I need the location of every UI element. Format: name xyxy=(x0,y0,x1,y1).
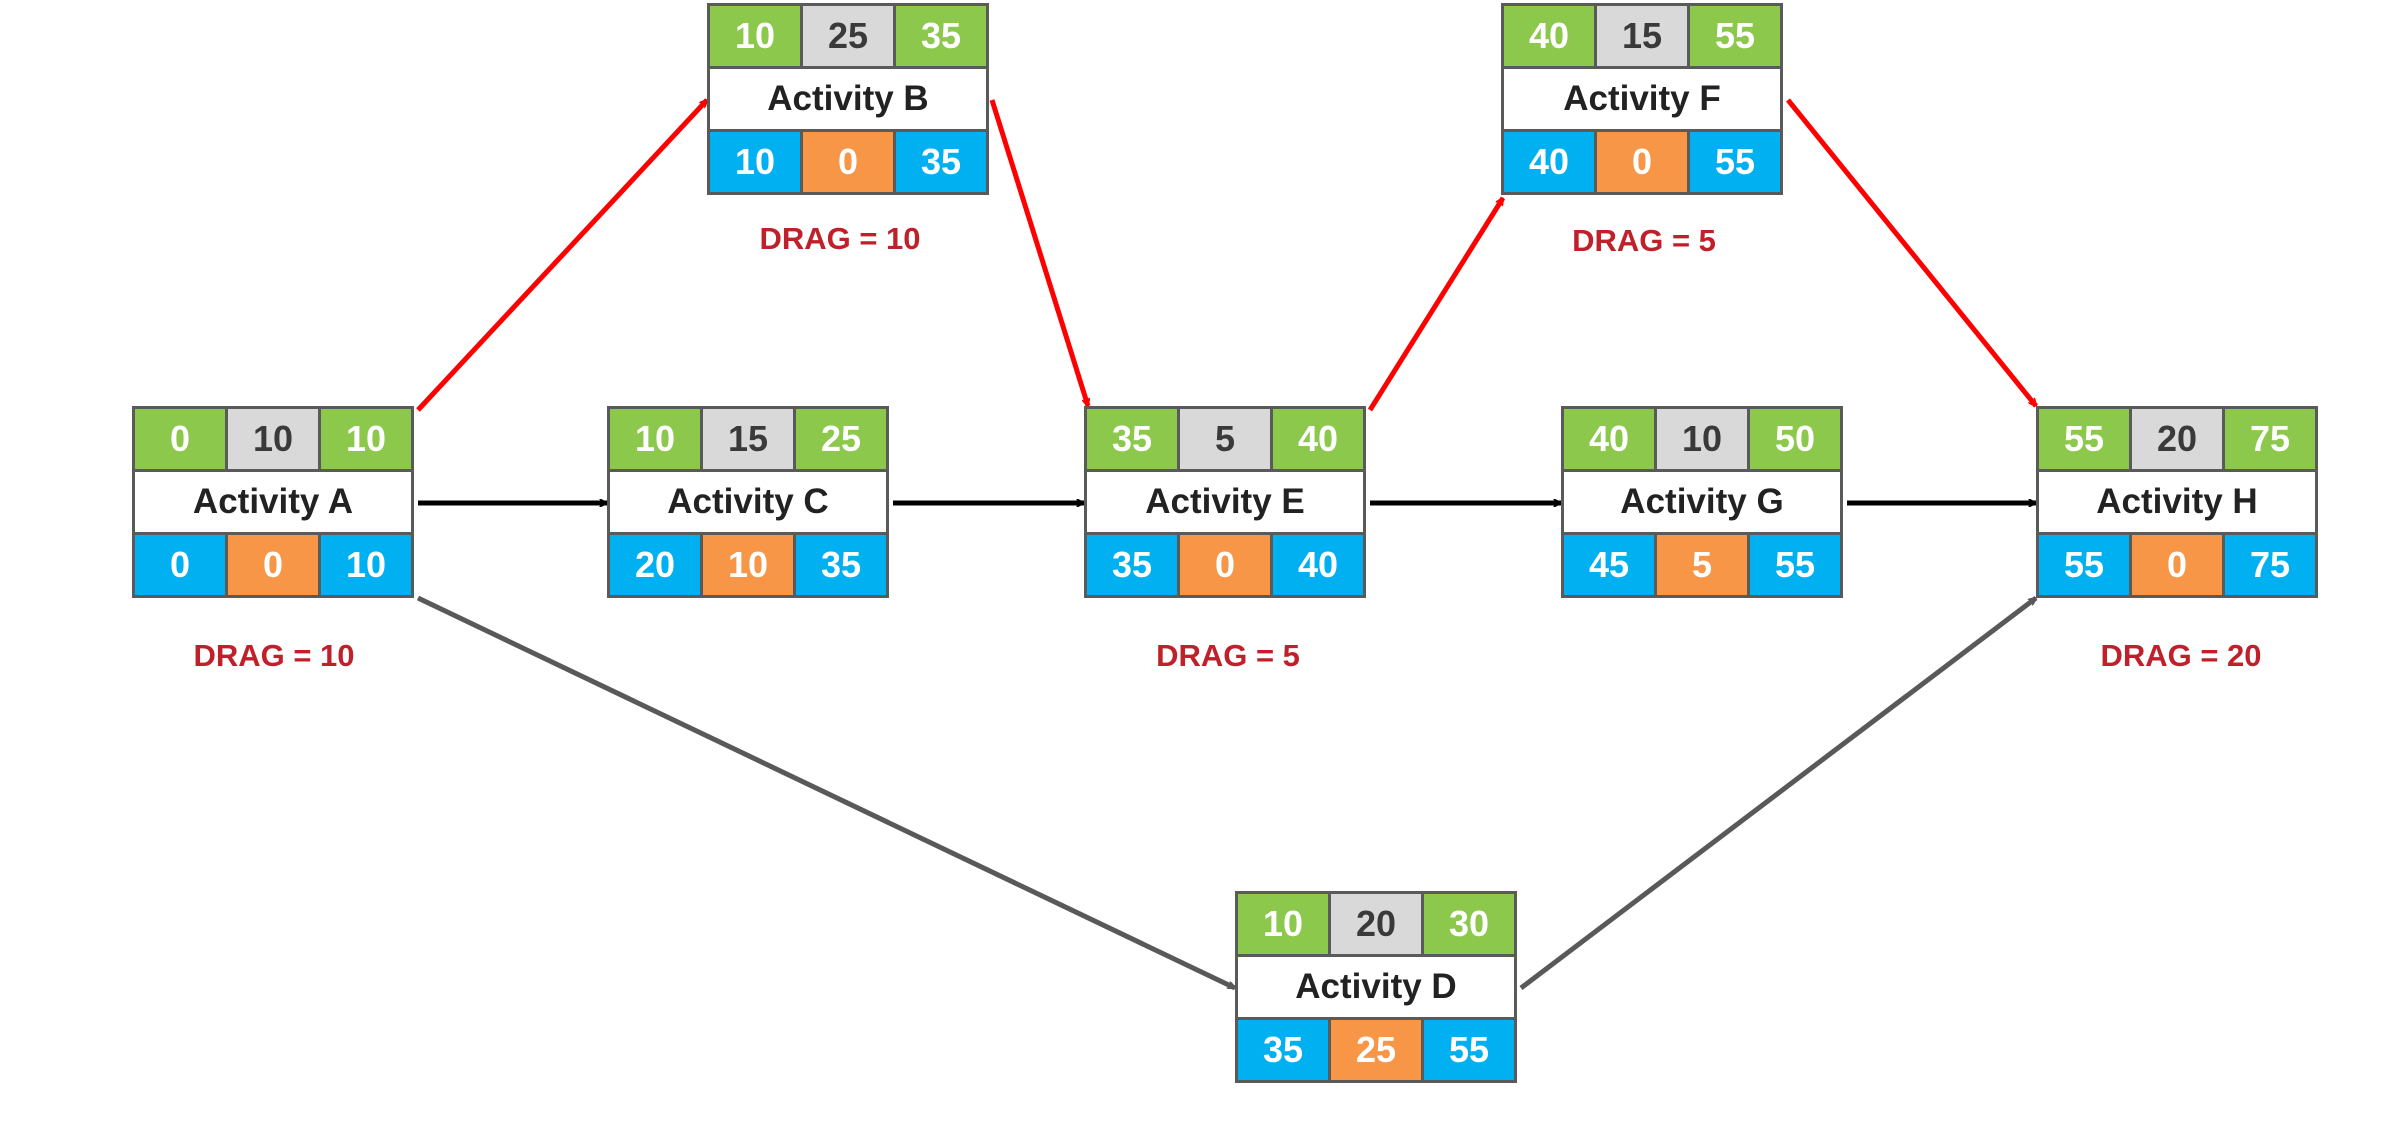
drag-label-e: DRAG = 5 xyxy=(1156,638,1300,673)
early-finish: 25 xyxy=(796,409,886,469)
total-float: 0 xyxy=(1597,132,1687,192)
late-start: 35 xyxy=(1087,535,1177,595)
duration: 15 xyxy=(703,409,793,469)
late-start: 40 xyxy=(1504,132,1594,192)
drag-label-a: DRAG = 10 xyxy=(193,638,355,673)
late-finish: 40 xyxy=(1273,535,1363,595)
arrow-e-to-f xyxy=(1367,198,1506,412)
early-start: 10 xyxy=(1238,894,1328,954)
activity-node-f: 40 15 55 Activity F 40 0 55 xyxy=(1501,3,1783,195)
early-start: 55 xyxy=(2039,409,2129,469)
duration: 10 xyxy=(228,409,318,469)
arrow-d-to-h xyxy=(1519,596,2036,990)
duration: 25 xyxy=(803,6,893,66)
early-finish: 50 xyxy=(1750,409,1840,469)
activity-node-a: 0 10 10 Activity A 0 0 10 xyxy=(132,406,414,598)
late-start: 35 xyxy=(1238,1020,1328,1080)
duration: 15 xyxy=(1597,6,1687,66)
activity-node-g: 40 10 50 Activity G 45 5 55 xyxy=(1561,406,1843,598)
late-row: 35 25 55 xyxy=(1238,1020,1514,1080)
early-start: 0 xyxy=(135,409,225,469)
early-start: 10 xyxy=(710,6,800,66)
early-finish: 30 xyxy=(1424,894,1514,954)
early-row: 40 10 50 xyxy=(1564,409,1840,469)
early-row: 10 15 25 xyxy=(610,409,886,469)
activity-name: Activity C xyxy=(610,472,886,532)
late-row: 10 0 35 xyxy=(710,132,986,192)
early-finish: 10 xyxy=(321,409,411,469)
late-row: 35 0 40 xyxy=(1087,535,1363,595)
activity-name: Activity B xyxy=(710,69,986,129)
activity-name: Activity F xyxy=(1504,69,1780,129)
early-row: 0 10 10 xyxy=(135,409,411,469)
drag-label-f: DRAG = 5 xyxy=(1572,223,1716,258)
late-row: 0 0 10 xyxy=(135,535,411,595)
late-row: 40 0 55 xyxy=(1504,132,1780,192)
duration: 20 xyxy=(2132,409,2222,469)
arrow-f-to-h xyxy=(1786,98,2038,406)
total-float: 10 xyxy=(703,535,793,595)
total-float: 0 xyxy=(2132,535,2222,595)
activity-name: Activity A xyxy=(135,472,411,532)
activity-node-c: 10 15 25 Activity C 20 10 35 xyxy=(607,406,889,598)
late-start: 45 xyxy=(1564,535,1654,595)
late-finish: 55 xyxy=(1424,1020,1514,1080)
early-row: 35 5 40 xyxy=(1087,409,1363,469)
late-finish: 35 xyxy=(796,535,886,595)
activity-node-h: 55 20 75 Activity H 55 0 75 xyxy=(2036,406,2318,598)
late-row: 45 5 55 xyxy=(1564,535,1840,595)
activity-name: Activity D xyxy=(1238,957,1514,1017)
late-finish: 10 xyxy=(321,535,411,595)
late-start: 20 xyxy=(610,535,700,595)
late-row: 20 10 35 xyxy=(610,535,886,595)
duration: 20 xyxy=(1331,894,1421,954)
early-row: 40 15 55 xyxy=(1504,6,1780,66)
total-float: 0 xyxy=(228,535,318,595)
late-start: 55 xyxy=(2039,535,2129,595)
early-finish: 75 xyxy=(2225,409,2315,469)
early-start: 40 xyxy=(1564,409,1654,469)
activity-name: Activity H xyxy=(2039,472,2315,532)
early-start: 40 xyxy=(1504,6,1594,66)
activity-node-e: 35 5 40 Activity E 35 0 40 xyxy=(1084,406,1366,598)
activity-name: Activity E xyxy=(1087,472,1363,532)
early-row: 10 20 30 xyxy=(1238,894,1514,954)
early-start: 35 xyxy=(1087,409,1177,469)
activity-node-d: 10 20 30 Activity D 35 25 55 xyxy=(1235,891,1517,1083)
duration: 5 xyxy=(1180,409,1270,469)
duration: 10 xyxy=(1657,409,1747,469)
early-finish: 35 xyxy=(896,6,986,66)
activity-name: Activity G xyxy=(1564,472,1840,532)
late-start: 10 xyxy=(710,132,800,192)
early-row: 55 20 75 xyxy=(2039,409,2315,469)
total-float: 5 xyxy=(1657,535,1747,595)
late-finish: 55 xyxy=(1690,132,1780,192)
arrow-a-to-b xyxy=(416,98,709,412)
late-start: 0 xyxy=(135,535,225,595)
arrow-b-to-e xyxy=(989,99,1091,406)
total-float: 0 xyxy=(803,132,893,192)
drag-label-h: DRAG = 20 xyxy=(2100,638,2262,673)
late-finish: 35 xyxy=(896,132,986,192)
late-row: 55 0 75 xyxy=(2039,535,2315,595)
total-float: 0 xyxy=(1180,535,1270,595)
arrow-a-to-d xyxy=(416,595,1235,991)
early-finish: 40 xyxy=(1273,409,1363,469)
early-finish: 55 xyxy=(1690,6,1780,66)
late-finish: 55 xyxy=(1750,535,1840,595)
early-row: 10 25 35 xyxy=(710,6,986,66)
drag-label-b: DRAG = 10 xyxy=(759,221,921,256)
late-finish: 75 xyxy=(2225,535,2315,595)
activity-node-b: 10 25 35 Activity B 10 0 35 xyxy=(707,3,989,195)
early-start: 10 xyxy=(610,409,700,469)
total-float: 25 xyxy=(1331,1020,1421,1080)
